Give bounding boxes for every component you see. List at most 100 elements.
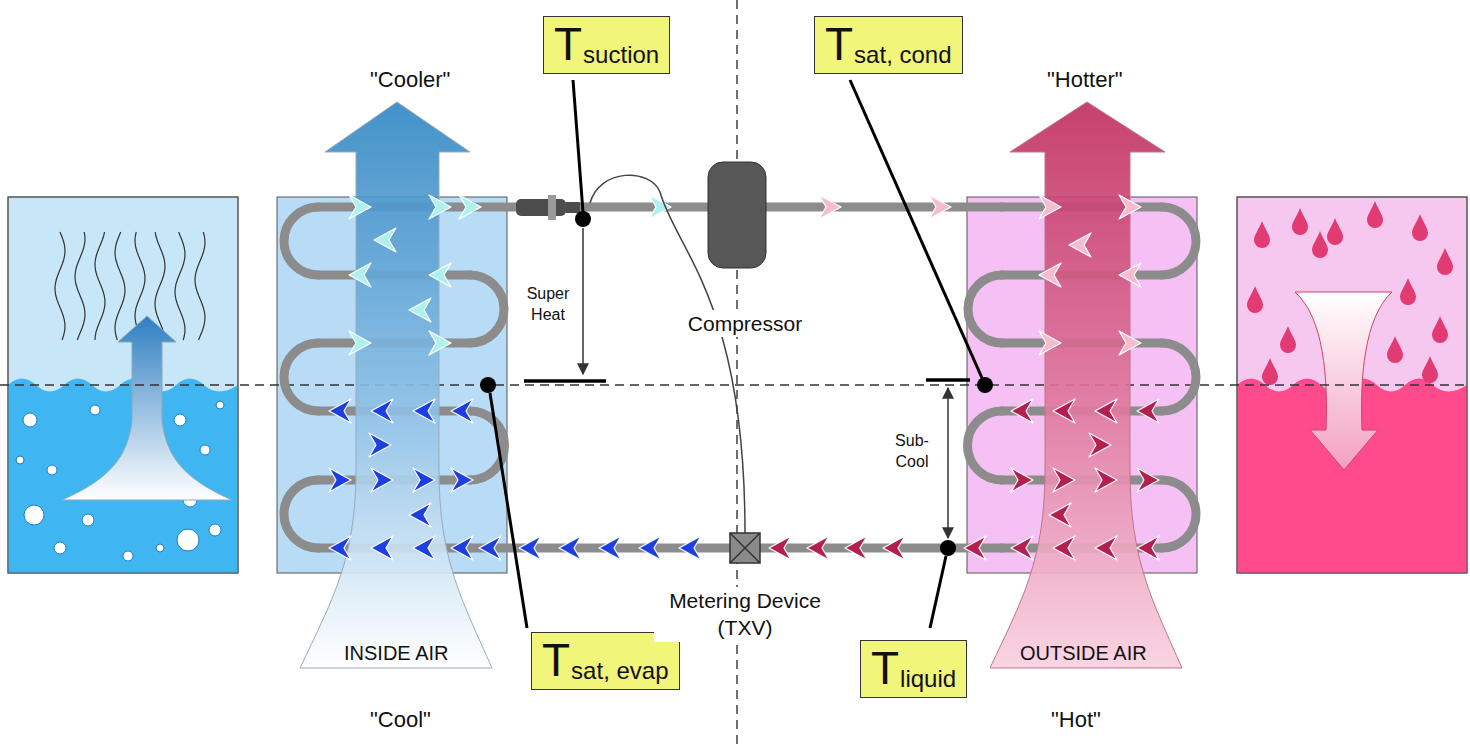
droplet xyxy=(1367,201,1383,228)
flow-chevron xyxy=(1137,536,1159,560)
flow-chevron xyxy=(819,195,841,219)
flow-chevron xyxy=(1137,468,1159,492)
coil-bend xyxy=(284,343,318,411)
bubbles xyxy=(177,529,199,551)
vapor-line xyxy=(75,232,85,340)
flow-chevron xyxy=(429,263,451,287)
bubbles xyxy=(90,405,100,415)
measurement-points xyxy=(480,377,496,393)
flow-chevron xyxy=(349,331,371,355)
measurement-points xyxy=(977,377,993,393)
temperature-symbol: T xyxy=(542,637,570,683)
flow-chevron xyxy=(883,536,905,560)
temperature-symbol: T xyxy=(825,21,853,67)
superheat-bracket xyxy=(524,228,606,381)
flow-chevron xyxy=(1053,399,1075,423)
bubbles xyxy=(174,414,186,426)
bracket-label: Super Heat xyxy=(520,284,576,326)
vapor-line xyxy=(95,232,105,340)
coil-bend xyxy=(470,275,504,343)
subcool-bracket xyxy=(947,388,949,538)
flow-chevron xyxy=(371,399,393,423)
leader-lines xyxy=(490,393,527,628)
bubbles xyxy=(24,505,44,525)
flow-chevron xyxy=(1053,468,1075,492)
flow-chevron xyxy=(1089,433,1111,457)
coil-bend xyxy=(1162,480,1196,548)
filter-drier xyxy=(516,195,580,220)
temperature-symbol: T xyxy=(871,645,899,691)
sensor-label-box: Tsat, cond xyxy=(814,16,963,74)
flow-chevron xyxy=(413,468,435,492)
condensation-arrow xyxy=(1295,292,1392,470)
coil-bend xyxy=(1162,207,1196,275)
vapor-line xyxy=(155,232,165,340)
flow-chevron xyxy=(599,536,621,560)
leader-lines xyxy=(573,80,583,212)
measurement-points xyxy=(575,211,591,227)
flow-chevron xyxy=(413,399,435,423)
flow-chevron xyxy=(1039,263,1061,287)
sensor-label-box: Tsuction xyxy=(543,16,670,74)
droplet xyxy=(1280,326,1296,353)
txv-cross xyxy=(730,533,760,563)
flow-chevron xyxy=(769,536,791,560)
flow-chevron xyxy=(1011,536,1033,560)
temperature-subscript: suction xyxy=(583,43,659,67)
flow-chevron xyxy=(845,536,867,560)
filter-drier xyxy=(566,202,580,213)
droplet xyxy=(1412,214,1428,241)
filter-drier xyxy=(548,195,556,220)
bubbles xyxy=(216,401,224,409)
flow-chevron xyxy=(329,468,351,492)
coil-bend xyxy=(1162,343,1196,411)
droplet xyxy=(1312,231,1328,258)
leader-lines xyxy=(490,80,982,628)
flow-chevron xyxy=(649,195,671,219)
superheat-bracket xyxy=(582,228,584,374)
txv-symbol xyxy=(650,531,840,565)
flow-chevron xyxy=(1011,399,1033,423)
flow-chevron xyxy=(1039,195,1061,219)
air-label: "Hotter" xyxy=(1047,66,1123,95)
bubbles xyxy=(209,524,221,536)
flow-chevron xyxy=(329,399,351,423)
flow-chevron xyxy=(929,195,951,219)
flow-chevron xyxy=(451,536,473,560)
bubbles xyxy=(54,542,66,554)
compressor-body xyxy=(672,160,818,270)
temperature-symbol: T xyxy=(554,21,582,67)
flow-chevron xyxy=(409,503,431,527)
flow-chevron xyxy=(371,468,393,492)
flow-chevron xyxy=(329,536,351,560)
flow-chevron xyxy=(1137,399,1159,423)
vapor-lines xyxy=(55,232,205,340)
compressor: Compressor xyxy=(672,160,818,337)
flow-chevron xyxy=(369,433,391,457)
flow-chevron xyxy=(639,536,661,560)
inside-air-arrow xyxy=(300,102,492,668)
flow-chevron xyxy=(679,536,701,560)
droplet xyxy=(1292,208,1308,235)
leader-lines xyxy=(850,80,982,378)
droplet xyxy=(1262,358,1278,385)
outside-air-arrow xyxy=(990,102,1182,668)
vapor-line xyxy=(195,232,205,340)
flow-chevron xyxy=(429,331,451,355)
flow-chevron xyxy=(349,195,371,219)
flow-chevron xyxy=(1049,503,1071,527)
droplet xyxy=(1327,218,1343,245)
flow-chevron xyxy=(429,195,451,219)
droplet xyxy=(1422,356,1438,383)
air-label: "Cooler" xyxy=(370,66,450,95)
flow-chevron xyxy=(1119,195,1141,219)
subcool-bracket xyxy=(926,378,970,382)
flow-chevron xyxy=(459,195,481,219)
droplet xyxy=(1254,221,1270,248)
txv-body xyxy=(730,533,760,563)
flow-chevron xyxy=(1039,331,1061,355)
flow-chevron xyxy=(374,228,396,252)
flow-chevron xyxy=(349,263,371,287)
droplet xyxy=(1437,248,1453,275)
sensor-label-box: Tliquid xyxy=(860,640,967,698)
